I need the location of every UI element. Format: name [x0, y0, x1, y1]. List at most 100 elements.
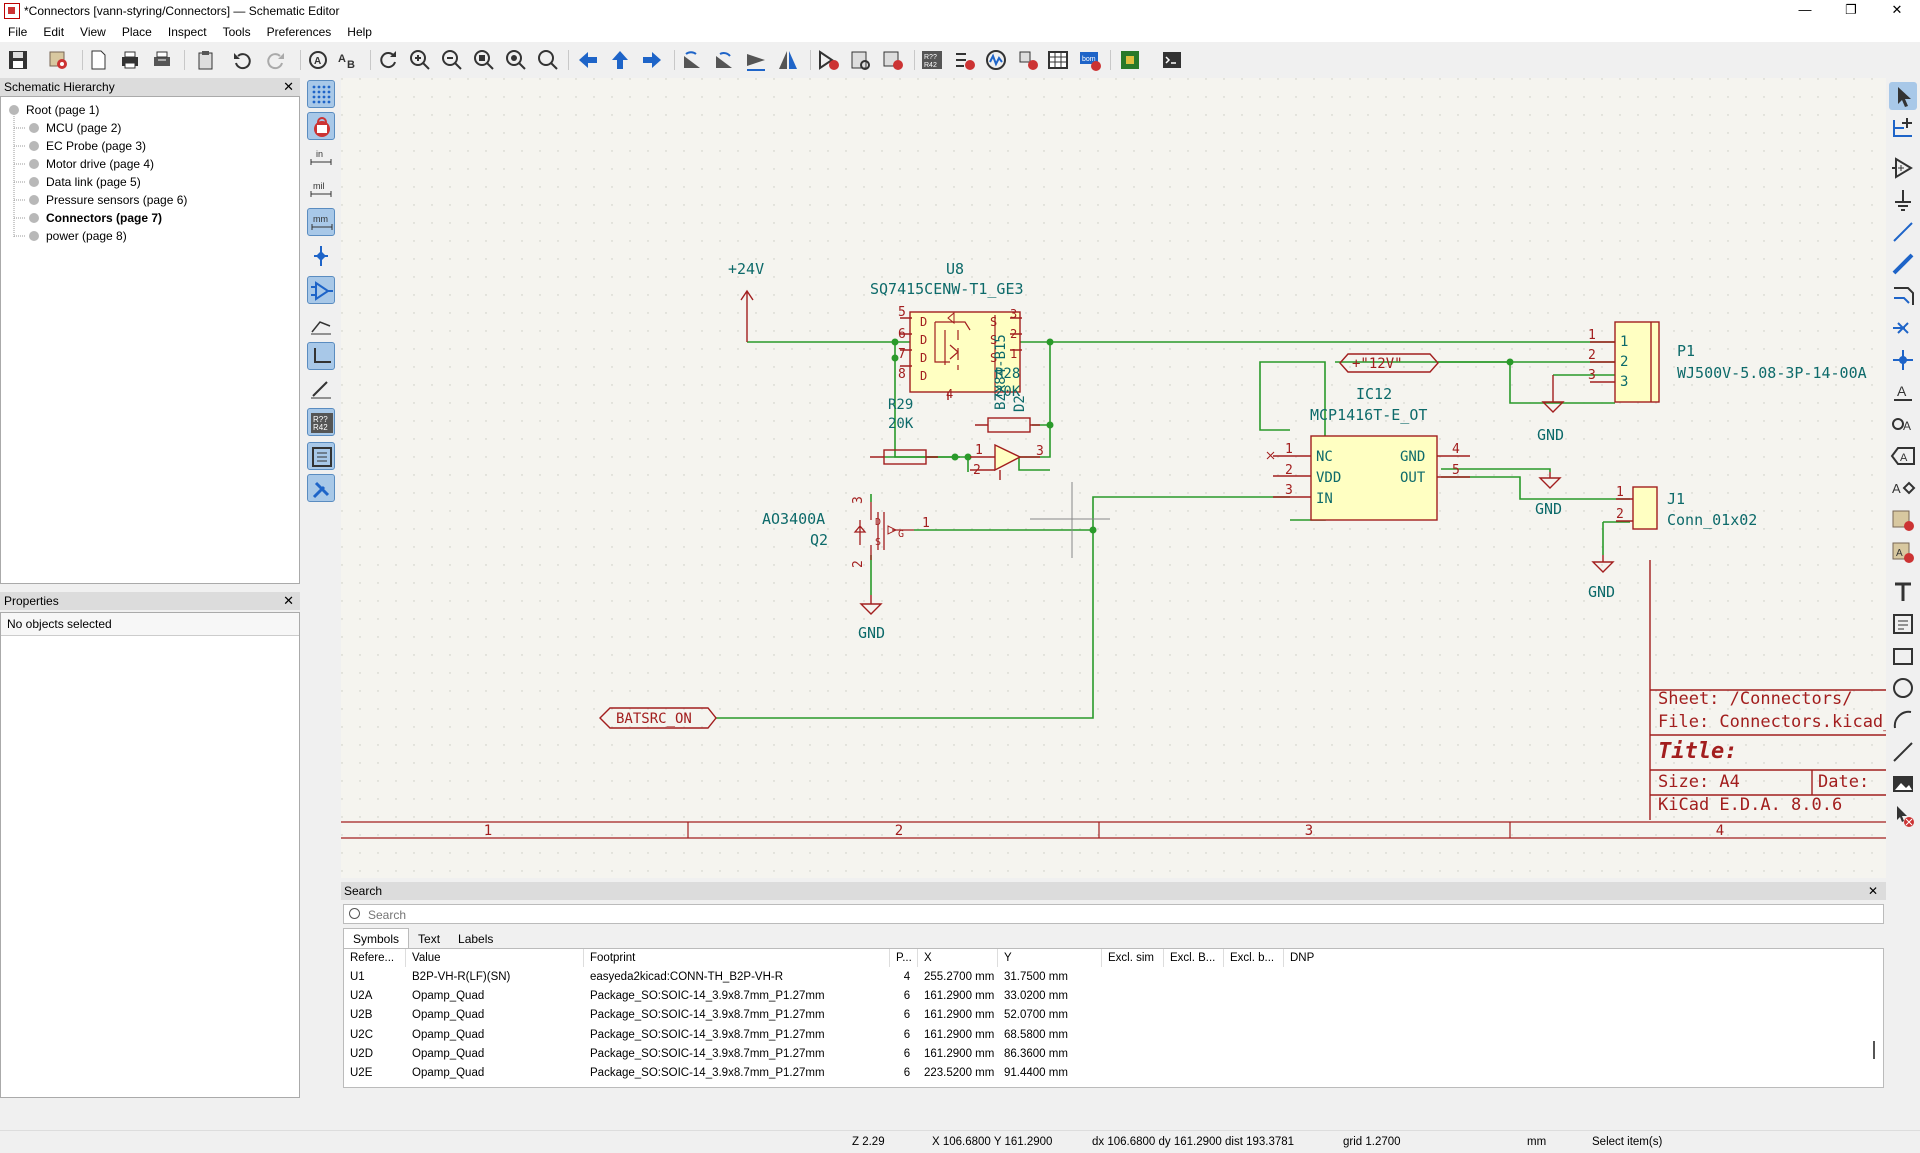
minimize-button[interactable]: — [1798, 2, 1812, 17]
zoom-out-icon[interactable] [440, 48, 464, 72]
add-circle-icon[interactable] [1889, 674, 1917, 702]
add-global-label-icon[interactable]: A [1889, 442, 1917, 470]
properties-toggle-icon[interactable] [307, 474, 335, 502]
col-excl-sim[interactable]: Excl. sim [1102, 949, 1164, 967]
menu-help[interactable]: Help [347, 25, 372, 39]
line-mode-90-icon[interactable] [307, 342, 335, 370]
zoom-in-icon[interactable] [408, 48, 432, 72]
redo-icon[interactable] [264, 48, 288, 72]
menu-preferences[interactable]: Preferences [266, 25, 332, 39]
no-connect-icon[interactable] [1889, 314, 1917, 342]
menu-place[interactable]: Place [121, 25, 152, 39]
hierarchy-item-motor-drive[interactable]: Motor drive (page 4) [29, 157, 154, 171]
col-y[interactable]: Y [998, 949, 1102, 967]
hierarchy-item-data-link[interactable]: Data link (page 5) [29, 175, 141, 189]
menu-tools[interactable]: Tools [222, 25, 251, 39]
pcb-editor-icon[interactable] [1118, 48, 1142, 72]
erc-icon[interactable] [952, 48, 976, 72]
tab-labels[interactable]: Labels [458, 932, 494, 946]
add-label-icon[interactable]: A [1889, 378, 1917, 406]
symbol-browser-icon[interactable] [848, 48, 872, 72]
menu-edit[interactable]: Edit [43, 25, 65, 39]
menu-file[interactable]: File [8, 25, 28, 39]
rotate-cw-icon[interactable] [712, 48, 736, 72]
annotate-icon[interactable]: R??R42 [920, 48, 944, 72]
save-icon[interactable] [6, 48, 30, 72]
bus-entry-icon[interactable] [1889, 282, 1917, 310]
select-tool-icon[interactable] [1889, 82, 1917, 110]
refresh-icon[interactable] [376, 48, 400, 72]
close-hierarchy-icon[interactable]: ✕ [283, 79, 294, 94]
bom-icon[interactable]: bom [1078, 48, 1102, 72]
mirror-horizontal-icon[interactable] [776, 48, 800, 72]
rotate-ccw-icon[interactable] [680, 48, 704, 72]
hierarchy-item-root[interactable]: Root (page 1) [9, 103, 99, 117]
col-value[interactable]: Value [406, 949, 584, 967]
maximize-button[interactable]: ❐ [1845, 2, 1857, 17]
highlight-net-icon[interactable] [1889, 114, 1917, 142]
simulator-icon[interactable] [984, 48, 1008, 72]
cursor-style-icon[interactable] [307, 242, 335, 270]
col-excl-board[interactable]: Excl. b... [1224, 949, 1284, 967]
units-inches-icon[interactable]: in [307, 144, 335, 172]
zoom-tool-icon[interactable] [536, 48, 560, 72]
plot-icon[interactable] [150, 48, 174, 72]
hierarchy-item-mcu[interactable]: MCU (page 2) [29, 121, 121, 135]
import-sheet-pin-icon[interactable]: A [1889, 538, 1917, 566]
line-mode-45-icon[interactable] [307, 374, 335, 402]
col-footprint[interactable]: Footprint [584, 949, 890, 967]
zoom-objects-icon[interactable] [504, 48, 528, 72]
add-line-icon[interactable] [1889, 738, 1917, 766]
symbol-editor-icon[interactable] [816, 48, 840, 72]
search-field[interactable] [343, 904, 1884, 924]
col-dnp[interactable]: DNP [1290, 952, 1315, 964]
delete-tool-icon[interactable] [1889, 802, 1917, 830]
mirror-vertical-icon[interactable] [744, 48, 768, 72]
units-mils-icon[interactable]: mil [307, 176, 335, 204]
add-hier-label-icon[interactable]: A [1889, 474, 1917, 502]
add-rectangle-icon[interactable] [1889, 642, 1917, 670]
add-bus-icon[interactable] [1889, 250, 1917, 278]
undo-icon[interactable] [230, 48, 254, 72]
hierarchy-item-connectors[interactable]: Connectors (page 7) [29, 211, 162, 225]
add-power-icon[interactable] [1889, 186, 1917, 214]
grid-toggle-icon[interactable] [307, 80, 335, 108]
add-arc-icon[interactable] [1889, 706, 1917, 734]
scrollbar-thumb[interactable] [1873, 1041, 1875, 1059]
footprint-editor-icon[interactable] [880, 48, 904, 72]
menu-inspect[interactable]: Inspect [167, 25, 207, 39]
schematic-setup-icon[interactable] [46, 48, 70, 72]
hierarchy-item-ec-probe[interactable]: EC Probe (page 3) [29, 139, 146, 153]
assign-footprints-icon[interactable] [1016, 48, 1040, 72]
hierarchy-navigator-icon[interactable] [307, 442, 335, 470]
paste-icon[interactable] [194, 48, 218, 72]
schematic-canvas[interactable]: Sheet: /Connectors/ File: Connectors.kic… [341, 78, 1886, 878]
col-reference[interactable]: Refere... [344, 949, 406, 967]
close-window-button[interactable]: ✕ [1891, 2, 1903, 17]
close-properties-icon[interactable]: ✕ [283, 593, 294, 608]
add-textbox-icon[interactable] [1889, 610, 1917, 638]
col-pins[interactable]: P... [890, 949, 918, 967]
close-search-icon[interactable]: ✕ [1867, 884, 1878, 898]
add-wire-icon[interactable] [1889, 218, 1917, 246]
hierarchy-item-pressure-sensors[interactable]: Pressure sensors (page 6) [29, 193, 187, 207]
col-excl-bom[interactable]: Excl. B... [1164, 949, 1224, 967]
navigate-up-icon[interactable] [608, 48, 632, 72]
search-input[interactable] [366, 906, 1770, 924]
scripting-console-icon[interactable] [1160, 48, 1184, 72]
hidden-pins-icon[interactable] [307, 276, 335, 304]
add-text-icon[interactable] [1889, 578, 1917, 606]
zoom-fit-icon[interactable] [472, 48, 496, 72]
tab-symbols[interactable]: Symbols [343, 928, 410, 949]
fields-table-icon[interactable] [1046, 48, 1070, 72]
navigate-forward-icon[interactable] [640, 48, 664, 72]
col-x[interactable]: X [918, 949, 998, 967]
annotation-icon[interactable]: R??R42 [307, 408, 335, 436]
page-settings-icon[interactable] [86, 48, 110, 72]
